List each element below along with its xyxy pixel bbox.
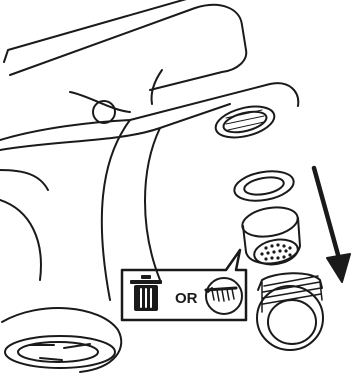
washer-icon [232, 167, 296, 205]
arrow-down-icon [314, 168, 350, 282]
aerator-mesh-icon [240, 203, 300, 267]
faucet-lever-icon [4, 0, 246, 123]
brush-icon [206, 278, 242, 314]
aerator-housing-icon [257, 273, 323, 350]
trash-bin-icon [130, 275, 162, 311]
faucet-body-icon [0, 83, 298, 372]
or-label: OR [175, 290, 198, 307]
